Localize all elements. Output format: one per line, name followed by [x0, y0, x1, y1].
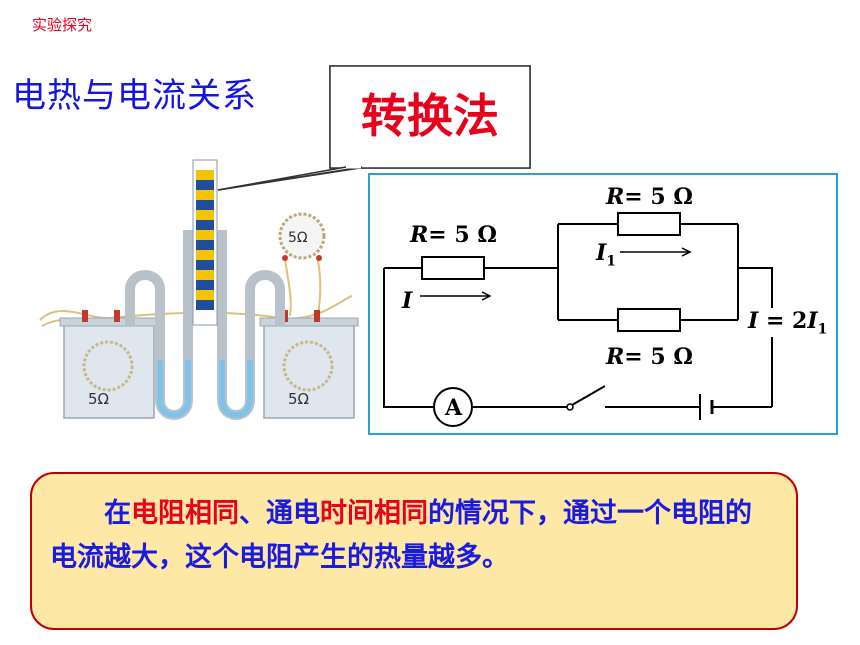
- label-total-current: I = 2I1: [748, 308, 828, 338]
- label-r-left: R= 5 Ω: [410, 222, 497, 248]
- right-container: 5Ω: [259, 310, 359, 419]
- resistor-left: [421, 256, 485, 280]
- left-resistor-label: 5Ω: [88, 390, 109, 408]
- resistor-bottom: [617, 308, 681, 332]
- top-resistor-coil: [278, 212, 326, 260]
- section-label: 实验探究: [32, 16, 93, 34]
- right-resistor-label: 5Ω: [288, 390, 309, 408]
- conclusion-box: 在电阻相同、通电时间相同的情况下，通过一个电阻的电流越大，这个电阻产生的热量越多…: [30, 472, 798, 630]
- method-label: 转换法: [361, 89, 499, 143]
- ammeter-symbol: [433, 387, 473, 427]
- label-r-top: R= 5 Ω: [606, 184, 693, 210]
- conclusion-text: 在电阻相同、通电时间相同的情况下，通过一个电阻的电流越大，这个电阻产生的热量越多…: [50, 498, 752, 573]
- apparatus-illustration: 5Ω 5Ω 5Ω: [39, 159, 359, 420]
- left-container: 5Ω: [59, 310, 159, 419]
- label-current-i: I: [402, 288, 413, 314]
- circuit-diagram-frame: [368, 173, 838, 435]
- switch-contact: [566, 403, 574, 411]
- page-title: 电热与电流关系: [12, 76, 257, 116]
- label-current-i1: I1: [596, 240, 617, 270]
- resistor-top: [617, 212, 681, 236]
- top-resistor-label: 5Ω: [288, 230, 308, 246]
- label-r-bottom: R= 5 Ω: [606, 344, 693, 370]
- ruler-stripes: [196, 170, 214, 310]
- ammeter-label: A: [444, 395, 463, 421]
